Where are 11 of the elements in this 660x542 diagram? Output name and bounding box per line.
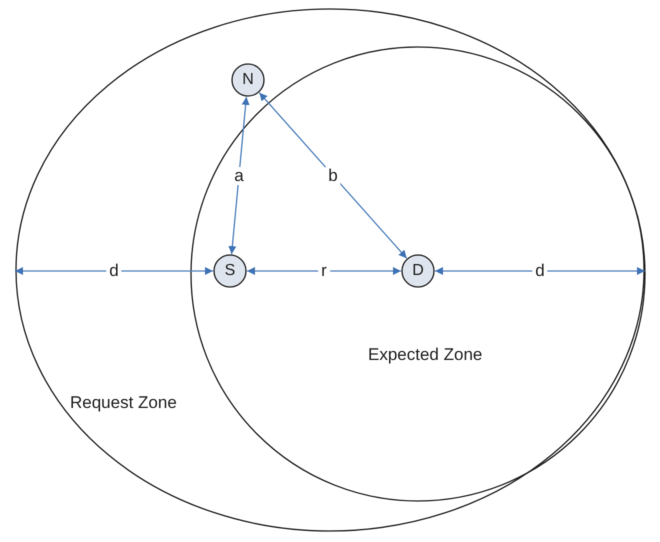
zone-label: Request Zone (70, 393, 177, 413)
zone-label: Expected Zone (368, 345, 482, 365)
double-arrow (247, 267, 401, 275)
double-arrow (228, 96, 250, 254)
double-arrow (258, 92, 408, 259)
edge-label: b (325, 166, 341, 184)
double-arrow (435, 267, 645, 275)
double-arrow (15, 267, 213, 275)
node-letter: D (412, 262, 424, 280)
node-letter: S (224, 262, 236, 280)
node-letter: N (242, 71, 254, 89)
